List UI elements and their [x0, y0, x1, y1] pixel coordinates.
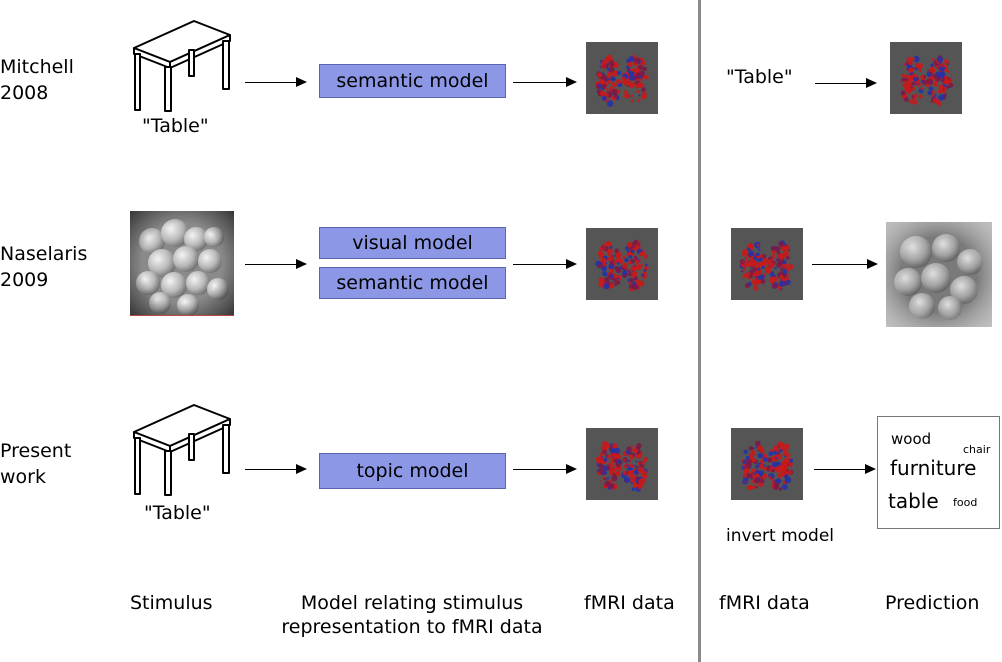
column-label-stimulus: Stimulus — [130, 592, 213, 614]
arrow-right-icon — [815, 78, 877, 88]
column-label-line: Model relating stimulus — [300, 592, 524, 614]
column-label-prediction: Prediction — [885, 592, 980, 614]
brain-fmri-icon — [890, 42, 962, 114]
stimulus-caption: "Table" — [144, 502, 211, 524]
arrow-right-icon — [245, 464, 307, 474]
arrow-right-icon — [513, 259, 577, 269]
row-label-line1: Present — [0, 440, 72, 462]
row-label-line2: work — [0, 466, 46, 488]
word-cloud-term: furniture — [890, 456, 977, 480]
table-drawing-icon — [130, 18, 235, 113]
word-cloud-term: chair — [963, 443, 991, 456]
word-cloud-term: table — [888, 489, 939, 513]
model-label: topic model — [356, 460, 469, 482]
model-label: semantic model — [336, 272, 489, 294]
brain-fmri-icon — [586, 228, 658, 300]
word-cloud: wood chair furniture table food — [877, 416, 1000, 529]
row-label-naselaris: Naselaris 2009 — [0, 241, 87, 293]
invert-model-note: invert model — [726, 526, 835, 546]
column-label-line: representation to fMRI data — [281, 616, 543, 638]
arrow-right-icon — [812, 259, 878, 269]
brain-fmri-icon — [586, 42, 658, 114]
column-label-model: Model relating stimulus representation t… — [272, 591, 552, 639]
arrow-right-icon — [814, 464, 876, 474]
model-box-semantic: semantic model — [319, 267, 506, 299]
row-label-mitchell: Mitchell 2008 — [0, 54, 74, 106]
column-label-fmri: fMRI data — [584, 592, 675, 614]
brain-fmri-icon — [731, 228, 803, 300]
model-box-topic: topic model — [319, 453, 506, 489]
word-cloud-term: wood — [891, 430, 932, 448]
model-box-semantic: semantic model — [319, 64, 506, 98]
arrow-right-icon — [513, 77, 577, 87]
arrow-right-icon — [513, 464, 577, 474]
row-label-line2: 2009 — [0, 269, 49, 291]
row-label-present: Present work — [0, 438, 71, 490]
row-label-line2: 2008 — [0, 82, 49, 104]
model-label: visual model — [352, 232, 473, 254]
brain-fmri-icon — [731, 428, 803, 500]
stimulus-word: "Table" — [726, 66, 793, 88]
row-label-line1: Mitchell — [0, 56, 74, 78]
arrow-right-icon — [245, 77, 307, 87]
model-box-visual: visual model — [319, 227, 506, 259]
model-label: semantic model — [336, 70, 489, 92]
row-label-line1: Naselaris — [0, 243, 88, 265]
arrow-right-icon — [245, 259, 307, 269]
grapes-photo-icon — [130, 211, 234, 316]
brain-fmri-icon — [586, 428, 658, 500]
word-cloud-term: food — [953, 496, 978, 509]
reconstructed-image-icon — [886, 222, 992, 327]
section-divider — [698, 0, 701, 662]
stimulus-caption: "Table" — [142, 115, 209, 137]
table-drawing-icon — [130, 402, 235, 497]
column-label-fmri-right: fMRI data — [719, 592, 810, 614]
